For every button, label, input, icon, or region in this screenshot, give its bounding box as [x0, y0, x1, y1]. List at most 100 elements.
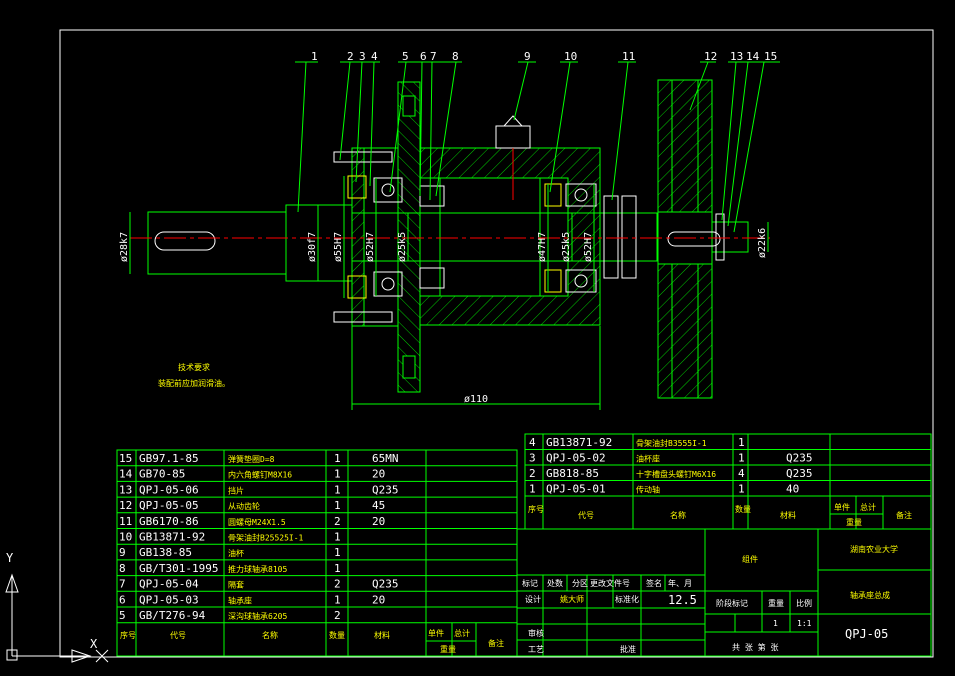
- balloon-6: 6: [420, 50, 427, 63]
- dim-52H7-right: ø52H7: [583, 232, 594, 262]
- bom-left-code: GB6170-86: [139, 515, 199, 528]
- seal-left-bottom: [347, 275, 367, 299]
- bom-right-no: 1: [529, 483, 536, 496]
- leader-2: [339, 61, 351, 161]
- flange-hole-bottom: [402, 355, 416, 379]
- bom-right-h-note: 备注: [896, 510, 912, 520]
- bom-right-no: 4: [529, 436, 536, 449]
- balloon-7: 7: [430, 50, 437, 63]
- tech-req-line1: 装配前应加润滑油。: [158, 378, 230, 388]
- housing-bore-outline: [439, 177, 569, 297]
- bom-left-grid: [117, 450, 517, 656]
- bom-left-code: GB97.1-85: [139, 452, 199, 465]
- tb-weight-value: 12.5: [668, 593, 697, 607]
- balloon-14: 14: [746, 50, 760, 63]
- balloon-10: 10: [564, 50, 577, 63]
- bom-left-name: 推力球轴承8105: [228, 564, 287, 574]
- leader-11: [611, 61, 629, 201]
- bom-left-no: 15: [119, 452, 132, 465]
- dim-25k5-right: ø25k5: [561, 232, 572, 262]
- bom-left-qty: 1: [334, 452, 341, 465]
- bearing-right-bottom: [565, 269, 597, 293]
- ball-rb: [574, 274, 588, 288]
- oil-cup-cap: [503, 115, 523, 127]
- balloon-2: 2: [347, 50, 354, 63]
- flange-hole-bottom-outline: [402, 355, 416, 379]
- balloon-12: 12: [704, 50, 717, 63]
- seals: [347, 175, 562, 299]
- tb-check: 审核: [528, 628, 544, 638]
- title-block: [516, 528, 932, 657]
- bom-right-h-unit: 单件: [834, 502, 850, 512]
- bom-left-code: QPJ-05-06: [139, 483, 199, 496]
- dim-25k5-left: ø25k5: [397, 232, 408, 262]
- leader-12: [689, 61, 709, 111]
- bom-right-qty: 1: [738, 452, 745, 465]
- tb-sheets: 共 张 第 张: [732, 642, 778, 652]
- bom-left-code: GB/T276-94: [139, 609, 206, 622]
- leader-15: [733, 61, 765, 233]
- bom-left-mat: 20: [372, 468, 385, 481]
- shaft-1: [147, 204, 749, 282]
- ball-lb: [381, 277, 395, 291]
- ucs-y-label: Y: [6, 551, 14, 565]
- bom-right-name: 油杯座: [636, 454, 660, 464]
- bom-right-name: 骨架油封B3555I-1: [636, 438, 707, 448]
- bom-right-no: 3: [529, 452, 536, 465]
- dim-110: ø110: [464, 394, 488, 405]
- balloon-1: 1: [311, 50, 318, 63]
- bom-left-name: 油杯: [228, 548, 244, 558]
- bearing-right-top: [565, 183, 597, 207]
- balloon-15: 15: [764, 50, 777, 63]
- leader-8: [435, 61, 457, 197]
- shaft-end-right: [711, 221, 749, 253]
- seal-right-bottom: [544, 269, 562, 293]
- tb-university: 湖南农业大学: [850, 544, 898, 554]
- bom-left-mat: 45: [372, 499, 385, 512]
- tb-drawing-no: QPJ-05: [845, 627, 888, 641]
- tb-assembly: 组件: [742, 554, 758, 564]
- bom-left-qty: 1: [334, 483, 341, 496]
- bom-left-mat: Q235: [372, 578, 399, 591]
- flange: [351, 81, 421, 393]
- bom-right-h-name: 名称: [670, 510, 686, 520]
- balloon-4: 4: [371, 50, 378, 63]
- leader-6: [419, 61, 423, 197]
- bom-left-name: 从动齿轮: [228, 501, 260, 511]
- bom-left-code: GB70-85: [139, 468, 185, 481]
- cover-plate-hatch: [351, 147, 365, 327]
- bom-left-name: 挡片: [228, 485, 244, 495]
- keyway-left: [154, 231, 216, 251]
- bolt-bottom: [333, 311, 393, 323]
- dim-22k6: ø22k6: [757, 228, 768, 258]
- bom-right-no: 2: [529, 467, 536, 480]
- bom-left-h-total: 总计: [454, 628, 470, 638]
- leader-13: [721, 61, 737, 221]
- balloon-11: 11: [622, 50, 635, 63]
- bom-left-name: 内六角螺钉M8X16: [228, 470, 292, 480]
- flange-hole-top-outline: [402, 95, 416, 117]
- tb-weight: 重量: [768, 598, 784, 608]
- leader-4: [369, 61, 375, 187]
- ucs-origin-box: [6, 649, 18, 661]
- flange-hole-top: [402, 95, 416, 117]
- bom-left-no: 14: [119, 468, 133, 481]
- ucs-x-label: X: [90, 637, 98, 651]
- dim-52H7-left: ø52H7: [365, 232, 376, 262]
- tb-zone: 分区: [572, 579, 588, 588]
- tb-standardize: 标准化: [615, 594, 639, 604]
- bom-left-no: 12: [119, 499, 132, 512]
- nut-b: [621, 195, 637, 279]
- tb-approve: 批准: [620, 644, 636, 654]
- bom-left-h-note: 备注: [488, 638, 504, 648]
- dimension-lines: [129, 176, 769, 410]
- tech-req-title: 技术要求: [178, 362, 210, 372]
- bom-right-h-qty: 数量: [735, 504, 751, 514]
- leader-7: [429, 61, 433, 201]
- bom-left-code: GB/T301-1995: [139, 562, 218, 575]
- ucs-icon[interactable]: [5, 573, 109, 663]
- bom-left-name: 深沟球轴承6205: [228, 611, 287, 621]
- bom-left-qty: 2: [334, 578, 341, 591]
